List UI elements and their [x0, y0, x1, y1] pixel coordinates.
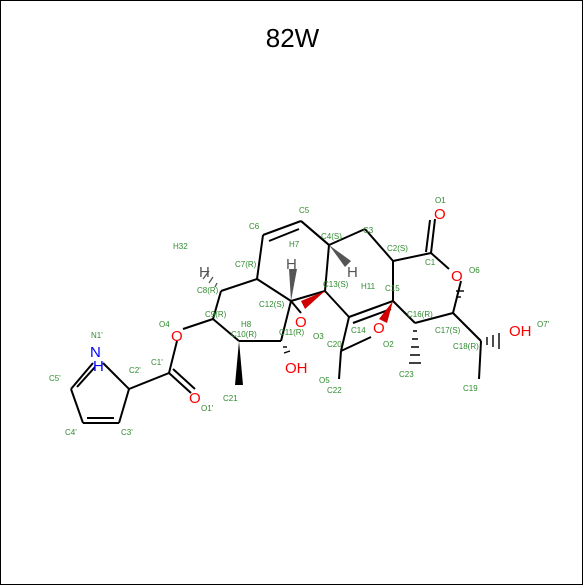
label-c15: C15 [385, 284, 400, 293]
h7-symbol: H [286, 256, 297, 273]
label-o1: O1 [435, 196, 446, 205]
label-c1: C1 [425, 258, 436, 267]
label-n1p: N1' [91, 331, 103, 340]
label-c5p: C5' [49, 374, 61, 383]
label-c2p: C2' [129, 366, 141, 375]
label-c17: C17(S) [435, 326, 461, 335]
o2-symbol: O [373, 320, 385, 337]
o1-symbol: O [434, 206, 446, 223]
label-o2: O2 [383, 340, 394, 349]
label-c1p: C1' [151, 358, 163, 367]
label-o4: O4 [159, 320, 170, 329]
c11-hydroxyl-symbol: OH [285, 360, 308, 377]
label-o5: O5 [319, 376, 330, 385]
pyrrole-ring [70, 362, 130, 424]
label-c6: C6 [249, 222, 260, 231]
label-h7: H7 [289, 240, 300, 249]
label-o1p: O1' [201, 404, 214, 413]
label-c13: C13(S) [323, 280, 349, 289]
o7-hydroxyl-symbol: OH [509, 323, 532, 340]
skeleton-bonds [212, 218, 482, 380]
label-h11: H11 [361, 282, 376, 291]
ester-bonds [128, 318, 214, 394]
label-c7: C7(R) [235, 260, 257, 269]
nitrogen-symbol: N [90, 344, 101, 361]
label-c16: C16(R) [407, 310, 433, 319]
label-c11: C11(R) [279, 328, 305, 337]
label-h32: H32 [173, 242, 188, 251]
stereo-bonds [202, 245, 500, 385]
ester-oxygen-symbol: O [171, 328, 183, 345]
h32-symbol: H [199, 264, 210, 281]
label-c18: C18(R) [453, 342, 479, 351]
label-c3: C3 [363, 226, 374, 235]
label-c21: C21 [223, 394, 238, 403]
label-c3p: C3' [121, 428, 133, 437]
label-c2: C2(S) [387, 244, 408, 253]
label-c19: C19 [463, 384, 478, 393]
label-c4p: C4' [65, 428, 77, 437]
molecule-title: 82W [265, 23, 320, 53]
carbonyl-oxygen-symbol: O [189, 390, 201, 407]
atom-symbols: N H O O OH O O O O OH H H H [90, 206, 532, 407]
label-c8: C8(R) [197, 286, 219, 295]
label-c12: C12(S) [259, 300, 285, 309]
label-o6: O6 [469, 266, 480, 275]
label-c9: C9(R) [205, 310, 227, 319]
o6-symbol: O [451, 268, 463, 285]
label-h8: H8 [241, 320, 252, 329]
label-c4: C4(S) [321, 232, 342, 241]
h-c4-symbol: H [347, 264, 358, 281]
o3-symbol: O [295, 314, 307, 331]
label-c5: C5 [299, 206, 310, 215]
atom-labels: N1' C1' C2' C3' C4' C5' O1' O4 C9(R) C8(… [49, 196, 550, 437]
label-o7: O7' [537, 320, 550, 329]
label-c23: C23 [399, 370, 414, 379]
label-c10: C10(R) [231, 330, 257, 339]
label-c14: C14 [351, 326, 366, 335]
nh-hydrogen-symbol: H [93, 358, 104, 375]
label-c20: C20 [327, 340, 342, 349]
label-o3: O3 [313, 332, 324, 341]
label-c22: C22 [327, 386, 342, 395]
